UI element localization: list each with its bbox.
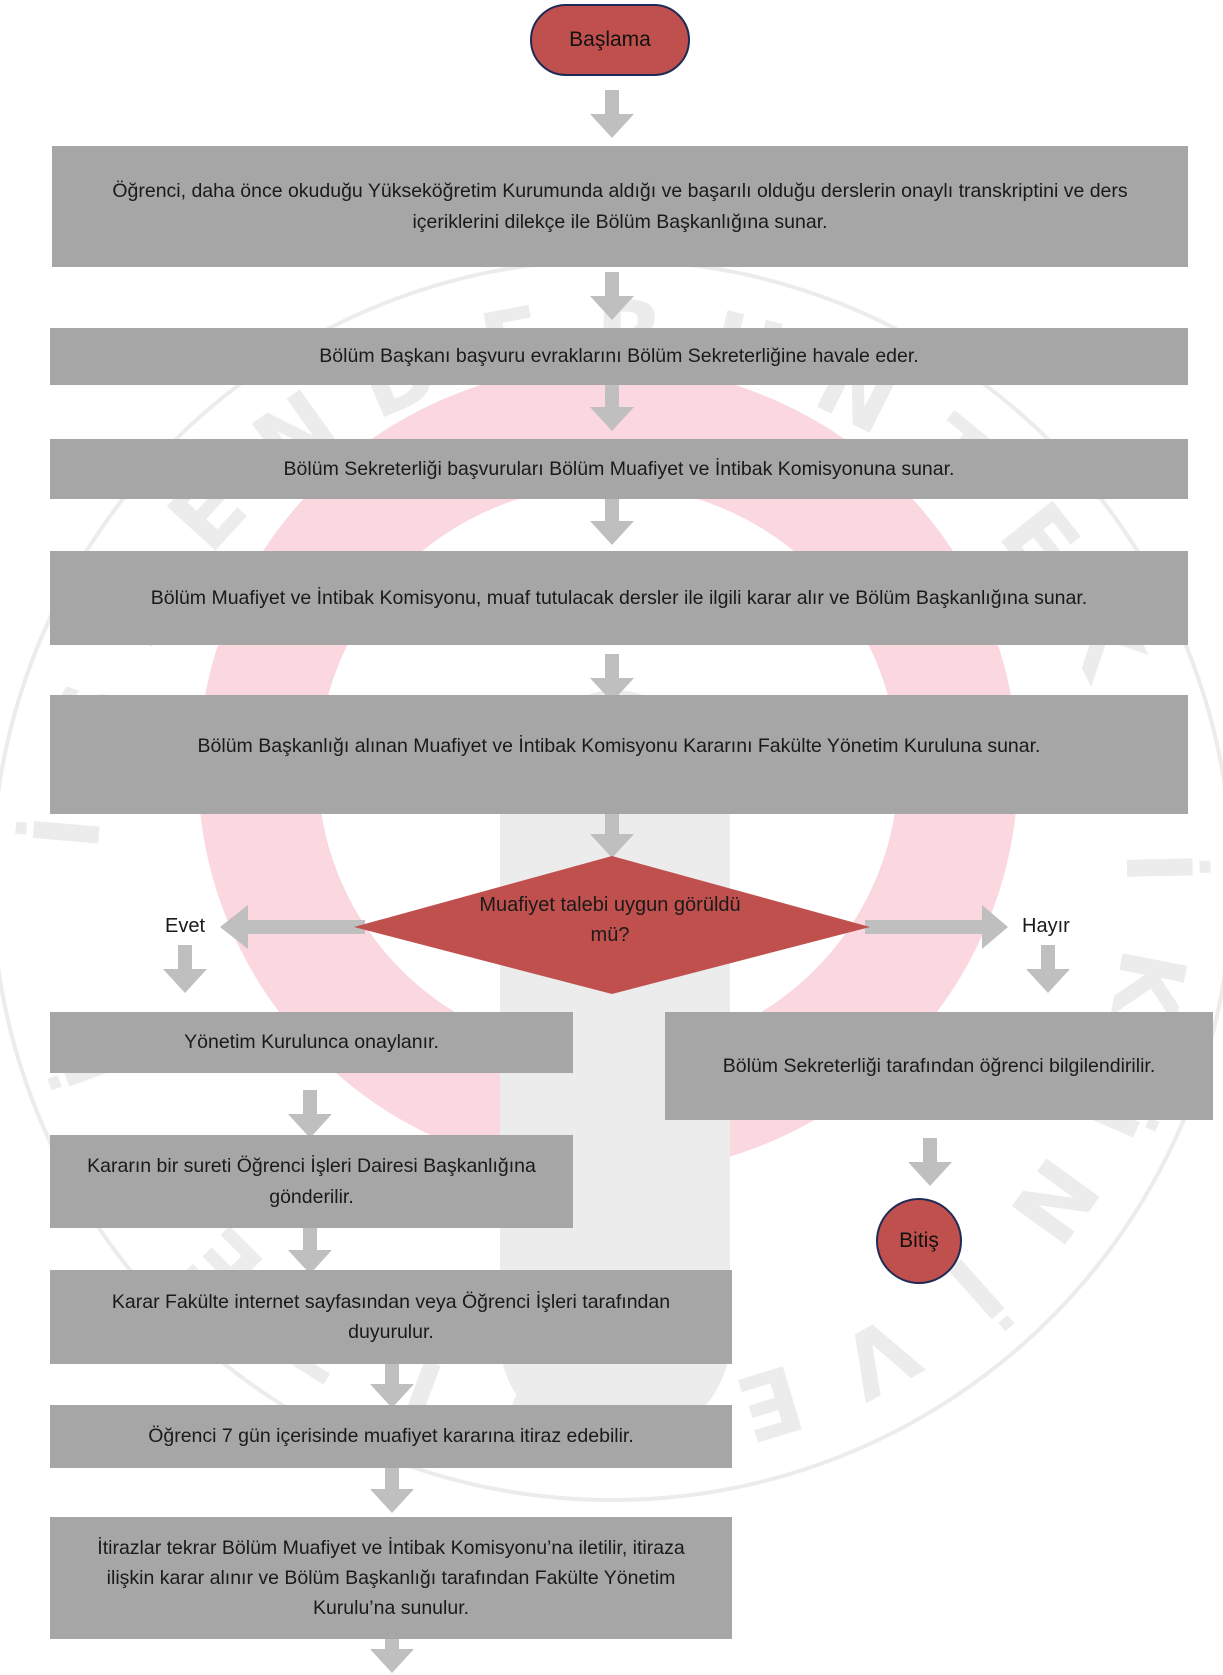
yes-objection-period: Öğrenci 7 gün içerisinde muafiyet kararı…: [50, 1405, 732, 1468]
end-terminal: Bitiş: [876, 1198, 962, 1284]
yes-board-approves: Yönetim Kurulunca onaylanır.: [50, 1012, 573, 1073]
step-forward-to-secretariat: Bölüm Başkanı başvuru evraklarını Bölüm …: [50, 328, 1188, 385]
decision-question: Muafiyet talebi uygun görüldü mü?: [479, 894, 741, 946]
no-student-informed: Bölüm Sekreterliği tarafından öğrenci bi…: [665, 1012, 1213, 1120]
no-label: Hayır: [1022, 915, 1070, 937]
yes-objection-review: İtirazlar tekrar Bölüm Muafiyet ve İntib…: [50, 1517, 732, 1639]
step-commission-decision: Bölüm Muafiyet ve İntibak Komisyonu, mua…: [50, 551, 1188, 645]
yes-decision-announced: Karar Fakülte internet sayfasından veya …: [50, 1270, 732, 1364]
yes-copy-to-student-affairs: Kararın bir sureti Öğrenci İşleri Daires…: [50, 1135, 573, 1228]
watermark-letter: İ: [1105, 850, 1212, 886]
step-submit-to-commission: Bölüm Sekreterliği başvuruları Bölüm Mua…: [50, 439, 1188, 499]
yes-label: Evet: [165, 915, 206, 937]
step-submit-to-board: Bölüm Başkanlığı alınan Muafiyet ve İnti…: [50, 695, 1188, 814]
arrow-decision-to-no: [865, 905, 1008, 949]
start-terminal: Başlama: [530, 4, 690, 76]
arrow-decision-to-yes: [220, 905, 365, 949]
step-submit-transcript: Öğrenci, daha önce okuduğu Yükseköğretim…: [52, 146, 1188, 267]
